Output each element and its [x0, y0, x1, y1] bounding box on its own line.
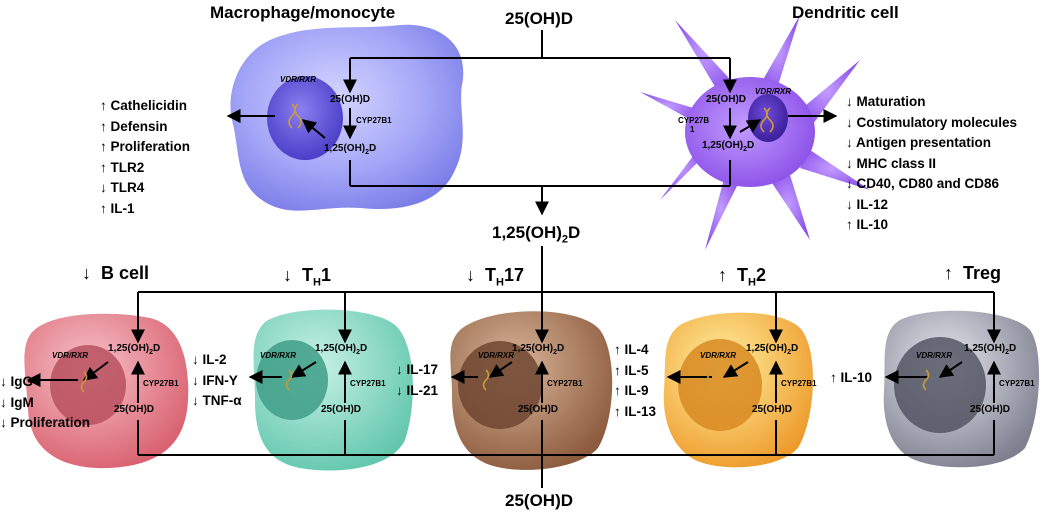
cell-effect: ↑ IL-9 — [614, 383, 649, 398]
macrophage-receptor-label: VDR/RXR — [280, 75, 317, 84]
dendritic-active-label: 1,25(OH)2D — [702, 140, 755, 154]
macrophage-nucleus — [267, 76, 343, 160]
cell-effect: ↓ IgG — [0, 374, 33, 389]
macrophage-active-label: 1,25(OH)2D — [324, 143, 377, 157]
dendritic-effect: ↑ IL-10 — [846, 217, 889, 232]
cell-precursor-label: 25(OH)D — [752, 404, 793, 415]
dendritic-enzyme-label-b: 1 — [690, 125, 695, 134]
top-source-label: 25(OH)D — [505, 9, 574, 28]
dna-icon — [702, 369, 710, 391]
cell-title: ↓ TH1 — [283, 265, 331, 289]
middle-connector — [131, 246, 1001, 344]
macrophage-precursor-label: 25(OH)D — [330, 94, 371, 105]
cell-active-label: 1,25(OH)2D — [512, 343, 565, 357]
dna-icons — [80, 103, 930, 393]
th2-cell-shape — [663, 312, 813, 468]
cell-effect: ↓ IL-21 — [396, 382, 439, 398]
dna-icon — [294, 103, 302, 129]
macrophage-effects: ↑ Cathelicidin ↑ Defensin ↑ Proliferatio… — [100, 96, 190, 219]
dendritic-effect: ↓ MHC class II — [846, 155, 937, 171]
th17-cell-shape — [450, 311, 613, 470]
b-cell-shape — [24, 313, 189, 469]
cell-effects: ↑ IL-10 — [830, 368, 872, 389]
cell-active-label: 1,25(OH)2D — [108, 343, 161, 357]
dendritic-effect: ↓ Antigen presentation — [846, 135, 992, 150]
macrophage-effect: ↑ IL-1 — [100, 200, 135, 216]
cell-effect: ↓ IL-2 — [192, 352, 227, 367]
cell-receptor-label: VDR/RXR — [260, 351, 297, 360]
cell-effect: ↓ IFN-Y — [192, 372, 238, 388]
cell-enzyme-label: CYP27B1 — [999, 379, 1035, 388]
dna-icon — [766, 107, 774, 133]
dendritic-effect: ↓ CD40, CD80 and CD86 — [846, 176, 1000, 191]
cell-active-label: 1,25(OH)2D — [315, 343, 368, 357]
macrophage-effect: ↑ Defensin — [100, 118, 168, 134]
dna-icon — [80, 371, 88, 393]
macrophage-title: Macrophage/monocyte — [210, 3, 396, 22]
cell-enzyme-label: CYP27B1 — [547, 379, 583, 388]
middle-active-label: 1,25(OH)2D — [492, 223, 581, 246]
macrophage-effect: ↑ TLR2 — [100, 159, 145, 175]
cell-effects: ↓ IL-17 ↓ IL-21 — [396, 360, 438, 401]
dna-icon — [760, 107, 768, 133]
macrophage-effect: ↑ Cathelicidin — [100, 98, 188, 113]
cell-receptor-label: VDR/RXR — [52, 351, 89, 360]
top-connector — [226, 30, 838, 216]
dendritic-precursor-label: 25(OH)D — [706, 94, 747, 105]
dendritic-effect: ↓ IL-12 — [846, 196, 889, 212]
cell-effect: ↑ IL-4 — [614, 342, 649, 357]
cell-precursor-label: 25(OH)D — [518, 404, 559, 415]
cell-effect: ↑ IL-10 — [830, 370, 873, 385]
cell-effect: ↓ Proliferation — [0, 415, 91, 430]
cell-effect: ↓ IgM — [0, 394, 34, 410]
dendritic-title: Dendritic cell — [792, 3, 899, 22]
cell-effects: ↓ IgG ↓ IgM ↓ Proliferation — [0, 372, 90, 434]
dna-icon — [922, 369, 930, 391]
cell-effect: ↑ IL-13 — [614, 403, 657, 419]
treg-cell-shape — [883, 310, 1040, 468]
cell-effects: ↑ IL-4 ↑ IL-5 ↑ IL-9 ↑ IL-13 — [614, 340, 656, 422]
dendritic-effects: ↓ Maturation ↓ Costimulatory molecules ↓… — [846, 92, 1017, 236]
cell-title: ↓ TH17 — [466, 265, 524, 289]
cell-effect: ↓ TNF-α — [192, 393, 242, 408]
dendritic-effect: ↓ Costimulatory molecules — [846, 114, 1018, 130]
cell-enzyme-label: CYP27B1 — [781, 379, 817, 388]
cell-receptor-label: VDR/RXR — [916, 351, 953, 360]
cell-effects: ↓ IL-2 ↓ IFN-Y ↓ TNF-α — [192, 350, 242, 412]
cell-receptor-label: VDR/RXR — [700, 351, 737, 360]
cell-title: ↓ B cell — [82, 263, 150, 283]
cell-enzyme-label: CYP27B1 — [143, 379, 179, 388]
cell-effect: ↓ IL-17 — [396, 362, 439, 377]
dendritic-cell — [640, 15, 870, 250]
cell-title: ↑ TH2 — [718, 265, 766, 289]
th1-cell-shape — [253, 309, 413, 471]
dna-icon — [285, 369, 293, 391]
cell-active-label: 1,25(OH)2D — [964, 343, 1017, 357]
cell-enzyme-label: CYP27B1 — [350, 379, 386, 388]
bottom-connector — [131, 360, 1001, 488]
dendritic-enzyme-label: CYP27B — [678, 116, 710, 125]
macrophage-enzyme-label: CYP27B1 — [356, 116, 392, 125]
macrophage-effect: ↓ TLR4 — [100, 180, 145, 195]
cell-receptor-label: VDR/RXR — [478, 351, 515, 360]
cell-precursor-label: 25(OH)D — [321, 404, 362, 415]
dna-icon — [288, 103, 296, 129]
macrophage-effect: ↑ Proliferation — [100, 139, 191, 154]
cell-precursor-label: 25(OH)D — [970, 404, 1011, 415]
bottom-source-label: 25(OH)D — [505, 491, 574, 510]
dendritic-receptor-label: VDR/RXR — [755, 87, 792, 96]
dna-icon — [482, 369, 490, 391]
cell-effect: ↑ IL-5 — [614, 362, 649, 378]
dendritic-effect: ↓ Maturation — [846, 94, 926, 109]
cell-active-label: 1,25(OH)2D — [746, 343, 799, 357]
cell-title: ↑ Treg — [944, 263, 1002, 283]
cell-effect-arrows — [26, 361, 963, 387]
cell-precursor-label: 25(OH)D — [114, 404, 155, 415]
macrophage-cell — [230, 24, 464, 211]
